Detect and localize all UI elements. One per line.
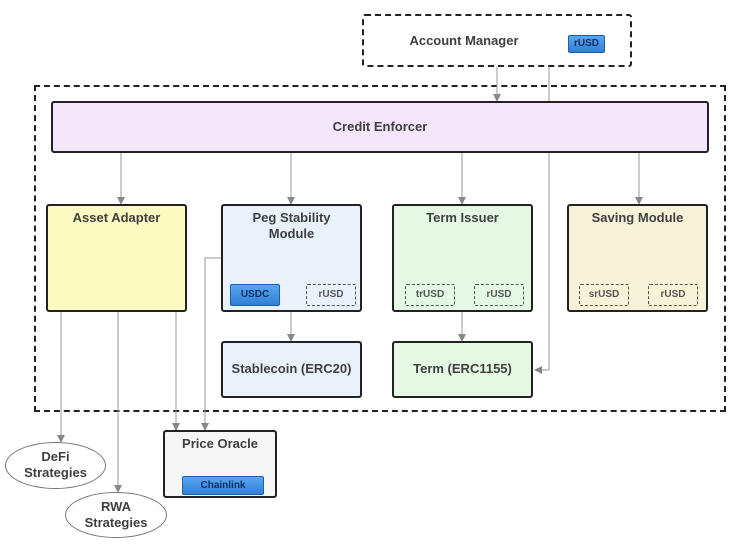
asset-adapter-label: Asset Adapter [72,210,161,225]
asset-adapter-node[interactable]: Asset Adapter [46,204,187,312]
protocol-boundary-frame [34,85,726,412]
saving-module-rusd-token[interactable]: rUSD [648,284,698,306]
account-manager-rusd-token[interactable]: rUSD [568,35,605,53]
account-manager-label: Account Manager [409,33,519,48]
edge-account-manager-to-term [534,67,550,374]
saving-module-srusd-token[interactable]: srUSD [579,284,629,306]
edge-psm-to-price-oracle [201,257,221,431]
peg-stability-module-node[interactable]: Peg Stability Module USDC rUSD [221,204,362,312]
term-issuer-trusd-token[interactable]: trUSD [405,284,455,306]
credit-enforcer-node[interactable]: Credit Enforcer [51,101,709,153]
price-oracle-label: Price Oracle [182,436,258,451]
defi-strategies-node[interactable]: DeFi Strategies [5,442,106,489]
psm-label: Peg Stability Module [252,210,331,241]
term-issuer-label: Term Issuer [426,210,499,225]
defi-strategies-label: DeFi Strategies [24,449,87,480]
term-label: Term (ERC1155) [413,361,512,376]
chainlink-token[interactable]: Chainlink [182,476,264,495]
term-erc1155-node[interactable]: Term (ERC1155) [392,341,533,398]
stablecoin-erc20-node[interactable]: Stablecoin (ERC20) [221,341,362,398]
stablecoin-label: Stablecoin (ERC20) [231,361,352,376]
saving-module-node[interactable]: Saving Module srUSD rUSD [567,204,708,312]
account-manager-node[interactable]: Account Manager rUSD [362,14,632,67]
rwa-strategies-node[interactable]: RWA Strategies [65,492,167,538]
psm-usdc-token[interactable]: USDC [230,284,280,306]
psm-rusd-token[interactable]: rUSD [306,284,356,306]
rwa-strategies-label: RWA Strategies [84,499,148,530]
price-oracle-node[interactable]: Price Oracle Chainlink [163,430,277,498]
credit-enforcer-label: Credit Enforcer [332,119,428,134]
term-issuer-rusd-token[interactable]: rUSD [474,284,524,306]
saving-module-label: Saving Module [591,210,684,225]
term-issuer-node[interactable]: Term Issuer trUSD rUSD [392,204,533,312]
